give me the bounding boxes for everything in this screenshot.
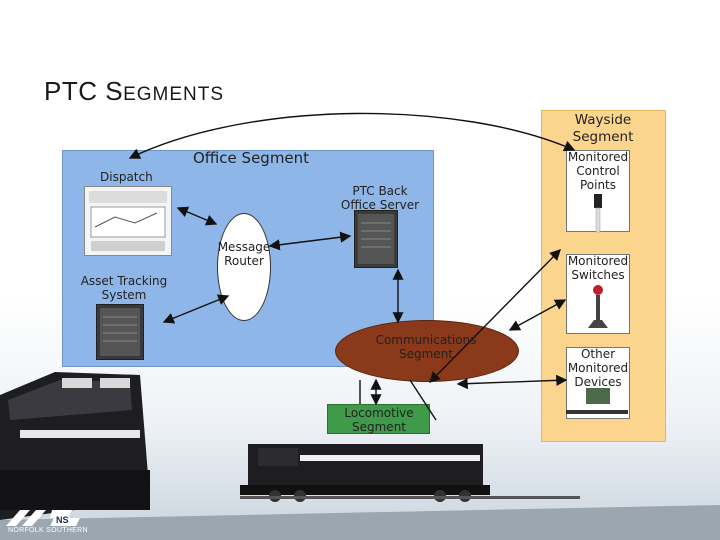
asset-router-link (162, 294, 230, 324)
title-initial: PTC S (44, 76, 124, 106)
office-segment-title: Office Segment (193, 149, 310, 167)
ptc-back-office-label: PTC Back Office Server (340, 184, 420, 212)
dispatch-wayside-link (128, 112, 576, 159)
page-title: PTC SEGMENTS (44, 76, 224, 107)
logo-caption: NORFOLK SOUTHERN (8, 527, 88, 534)
left-locomotive-image (0, 372, 150, 520)
title-rest: EGMENTS (123, 84, 225, 105)
monitored-switches-label: Monitored Switches (567, 254, 629, 282)
switch-stand-icon (588, 285, 608, 328)
locomotive-label: Locomotive Segment (344, 406, 414, 434)
monitored-control-points-label: Monitored Control Points (567, 150, 629, 192)
dispatch-label: Dispatch (100, 170, 153, 184)
other-monitored-devices-box (566, 347, 630, 419)
other-monitored-devices-label: Other Monitored Devices (567, 347, 629, 389)
comm-switches-link (508, 299, 567, 331)
router-ptc-link (268, 231, 352, 251)
asset-server-image (96, 304, 144, 360)
message-router-label: Message Router (217, 240, 271, 268)
comm-ground-link (409, 379, 437, 421)
dispatch-screen-image (84, 186, 172, 256)
logo-mark: NS (56, 515, 69, 525)
wayside-device-icon (566, 388, 628, 414)
asset-tracking-label: Asset Tracking System (80, 274, 168, 302)
ptc-server-image (354, 210, 398, 268)
norfolk-southern-logo: NS (6, 510, 80, 526)
comm-devices-link (456, 374, 568, 390)
dispatch-router-link (176, 206, 218, 226)
signal-icon (594, 194, 602, 233)
locomotive-image (240, 444, 580, 502)
comm-control-points-link (429, 249, 561, 383)
communications-label: Communications Segment (375, 333, 477, 361)
train-photo (0, 372, 720, 540)
wayside-segment-title: Wayside Segment (572, 112, 634, 145)
